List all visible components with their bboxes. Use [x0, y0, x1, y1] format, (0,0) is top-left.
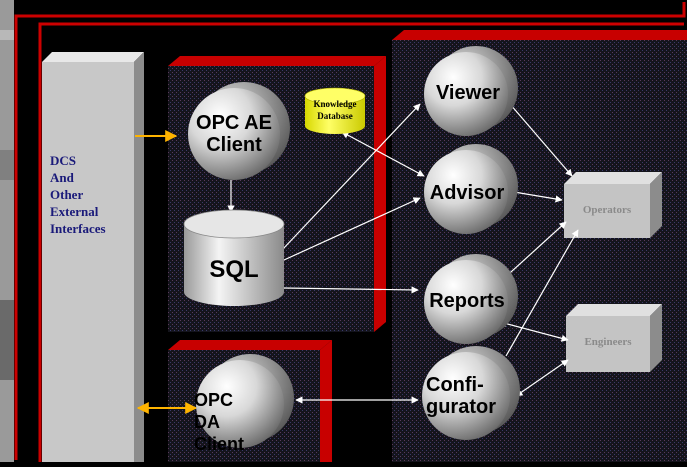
interfaces-box-top: [42, 52, 144, 62]
engineers-box-top: [566, 304, 662, 316]
opc-da-node: [196, 354, 294, 448]
interfaces-box: [42, 62, 134, 462]
connector-viewer-operators: [509, 103, 573, 177]
da-panel-top: [168, 340, 332, 350]
connector-advisor-operators: [513, 191, 563, 203]
interfaces-box-side: [134, 52, 144, 462]
engineers-box-side: [650, 304, 662, 372]
operators-box-top: [564, 172, 662, 184]
da-panel-side: [320, 340, 332, 462]
opc-ae-node: [188, 82, 290, 180]
connector-configurator-engineers: [515, 359, 569, 397]
advisor-node: [424, 144, 518, 234]
connector-sql-viewer: [281, 103, 421, 251]
connector-sql-reports: [283, 286, 419, 294]
connector-sql-advisor: [283, 197, 421, 261]
reports-node: [424, 254, 518, 344]
connectors: [135, 103, 579, 414]
operators-box: [564, 184, 650, 238]
sql-node: [183, 209, 285, 306]
connector-configurator-operators: [505, 229, 579, 357]
outer-frame: [14, 2, 686, 460]
right-panel-top: [392, 30, 687, 40]
connector-reports-operators: [499, 221, 567, 283]
viewer-node: [424, 46, 518, 136]
ae-panel-top: [168, 56, 386, 66]
connector-reports-engineers: [499, 320, 569, 342]
ae-panel-side: [374, 56, 386, 332]
knowledge-db-node: [304, 87, 366, 134]
connector-knowledge-advisor: [341, 131, 425, 177]
operators-box-side: [650, 172, 662, 238]
background-strip: [0, 0, 14, 462]
configurator-node: [422, 346, 520, 440]
engineers-box: [566, 316, 650, 372]
